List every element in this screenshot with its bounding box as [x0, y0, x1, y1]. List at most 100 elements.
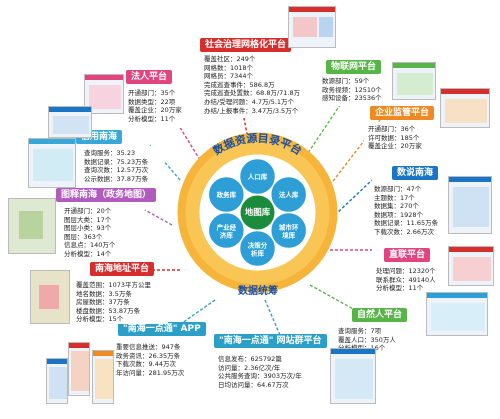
- enterprise-line: 许可数据：185个: [368, 133, 420, 142]
- connector-gis: [144, 209, 173, 226]
- web-line: 公共服务查询：3903万次/年: [218, 372, 302, 381]
- direct-panel: 处理问题：12320个 联系群众：49140人 分析模型：11个: [372, 264, 446, 296]
- connector-enterprise: [329, 119, 381, 186]
- app-panel: 重要信息推送：947条 政务资讯：26.35万条 下载次数：9.44万次 年访问…: [112, 340, 208, 384]
- social-line: 办结/受理问题：4.7万/5.1万个: [204, 97, 295, 106]
- app-screenshot-1: [68, 342, 90, 396]
- iot-screenshot: [392, 62, 436, 100]
- opendata-line: 数据项：1928个: [374, 210, 424, 219]
- person-line: 查询服务：7项: [338, 327, 382, 335]
- social-title: 社会治理网格化平台: [200, 38, 292, 52]
- credit-panel: 查询服务：35.23 数据记录：75.23万条 查询次数：12.57万次 公示数…: [80, 146, 164, 184]
- social-screenshot: [288, 6, 336, 48]
- gis-line: 图层小类：93个: [64, 224, 112, 233]
- social-line: 完成巡查处置数：68.8万/71.8万: [204, 89, 300, 98]
- gis-screenshot: [8, 198, 56, 254]
- petal-5: [207, 175, 246, 214]
- credit-line: 公示数据：37.87万条: [84, 174, 149, 183]
- address-screenshot: [30, 270, 70, 324]
- credit-line: 数据记录：75.23万条: [84, 157, 149, 166]
- iot-panel: 数源部门：59个 政务视频：12510个 感知设备：23536个: [318, 74, 388, 106]
- direct-line: 联系群众：49140人: [376, 275, 436, 284]
- web-panel: 信息发布：625792篇 访问量：2.36亿次/年 公共服务查询：3903万次/…: [214, 352, 328, 396]
- web-line: 信息发布：625792篇: [218, 355, 282, 363]
- enterprise-panel: 开通部门：36个 许可数据：185个 覆盖企业：20万家: [364, 122, 434, 154]
- gis-line: 图层大类：17个: [64, 215, 112, 224]
- connector-opendata: [334, 179, 373, 216]
- petal-label-0: 人口库: [248, 172, 268, 181]
- petal-0: [238, 157, 277, 196]
- legal-title: 法人平台: [126, 70, 173, 84]
- app-line: 年访问量：281.95万次: [116, 368, 185, 377]
- address-panel: 覆盖范围：1073平方公里 地名数据：3.5万条 房屋数据：37万条 楼盘数据：…: [72, 278, 168, 324]
- petal-label-3: 决策分析库: [248, 241, 268, 258]
- gis-title: 图释南海（政务地图）: [56, 188, 157, 202]
- social-line: 覆盖社区：249个: [204, 55, 256, 63]
- direct-line: 分析模型：11个: [376, 284, 424, 293]
- enterprise-line: 覆盖企业：20万家: [368, 142, 422, 151]
- legal-line: 覆盖企业：20万家: [128, 106, 182, 115]
- app-screenshot-3: [46, 358, 68, 404]
- app-line: 下载次数：9.44万次: [116, 360, 176, 369]
- connector-person: [309, 284, 356, 311]
- social-panel: 覆盖社区：249个 网格数：1018个 网格员：7344个 完成巡查事件：586…: [200, 52, 300, 118]
- social-line: 网格数：1018个: [204, 63, 254, 72]
- petal-label-4: 产业经济库: [217, 223, 237, 240]
- address-line: 分析模型：15个: [76, 315, 124, 324]
- legal-screenshot-2: [48, 106, 92, 138]
- connector-web: [264, 299, 281, 336]
- credit-line: 查询服务：35.23: [84, 149, 136, 157]
- legal-line: 数据类型：22项: [128, 97, 176, 106]
- petal-label-1: 法人库: [279, 190, 299, 199]
- direct-line: 处理问题：12320个: [376, 267, 436, 275]
- gis-line: 信息点：140万个: [64, 241, 116, 250]
- app-line: 重要信息推送：947条: [116, 343, 181, 351]
- direct-title: 直联平台: [384, 248, 431, 262]
- social-line: 网格员：7344个: [204, 72, 254, 81]
- address-line: 楼盘数据：53.87万条: [76, 306, 141, 315]
- direct-screenshot: [448, 246, 494, 286]
- app-line: 政务资讯：26.35万条: [116, 351, 181, 360]
- petal-label-5: 政务库: [217, 190, 237, 199]
- iot-title: 物联网平台: [326, 60, 382, 74]
- enterprise-screenshot: [440, 88, 490, 128]
- address-title: 南海地址平台: [90, 262, 155, 276]
- gis-line: 开通部门：20个: [64, 207, 112, 215]
- enterprise-line: 开通部门：36个: [368, 125, 416, 133]
- opendata-line: 下载次数：2.66万次: [374, 227, 434, 236]
- credit-line: 查询次数：12.57万次: [84, 166, 149, 175]
- opendata-line: 数据集：270个: [374, 202, 419, 211]
- person-line: 覆盖人口：350万人: [338, 335, 396, 344]
- connector-credit: [149, 144, 181, 181]
- opendata-line: 数源部门：47个: [374, 185, 422, 193]
- opendata-screenshot: [448, 176, 492, 234]
- person-screenshot: [426, 292, 488, 336]
- web-line: 日均访问量：64.67万次: [218, 380, 289, 389]
- gis-panel: 开通部门：20个 图层大类：17个 图层小类：93个 图层：363个 信息点：1…: [60, 204, 144, 258]
- address-line: 房屋数据：37万条: [76, 298, 130, 307]
- legal-line: 分析模型：11个: [128, 114, 176, 123]
- credit-screenshot: [28, 138, 76, 188]
- iot-line: 数源部门：59个: [322, 77, 370, 85]
- app-screenshot-2: [92, 350, 114, 404]
- opendata-line: 数据记录：11.65万条: [374, 219, 439, 228]
- iot-line: 感知设备：23536个: [322, 94, 382, 103]
- legal-panel: 开通部门：35个 数据类型：22项 覆盖企业：20万家 分析模型：11个: [124, 86, 200, 128]
- connector-legal: [159, 94, 201, 161]
- web-screenshot: [330, 348, 376, 404]
- address-line: 地名数据：3.5万条: [76, 289, 132, 298]
- petal-2: [269, 211, 308, 250]
- ring-bottom-title: 数据统筹: [238, 286, 278, 297]
- petal-label-2: 城市环境库: [279, 223, 299, 240]
- petal-3: [238, 229, 277, 268]
- legal-line: 开通部门：35个: [128, 89, 176, 97]
- app-title: "南海一点通" APP: [118, 322, 206, 336]
- web-line: 访问量：2.36亿次/年: [218, 363, 281, 372]
- hub-circle: [240, 195, 275, 230]
- opendata-line: 主题数：17个: [374, 193, 415, 202]
- enterprise-title: 企业监管平台: [370, 106, 435, 120]
- legal-screenshot: [84, 74, 124, 114]
- opendata-panel: 数源部门：47个 主题数：17个 数据集：270个 数据项：1928个 数据记录…: [370, 182, 448, 242]
